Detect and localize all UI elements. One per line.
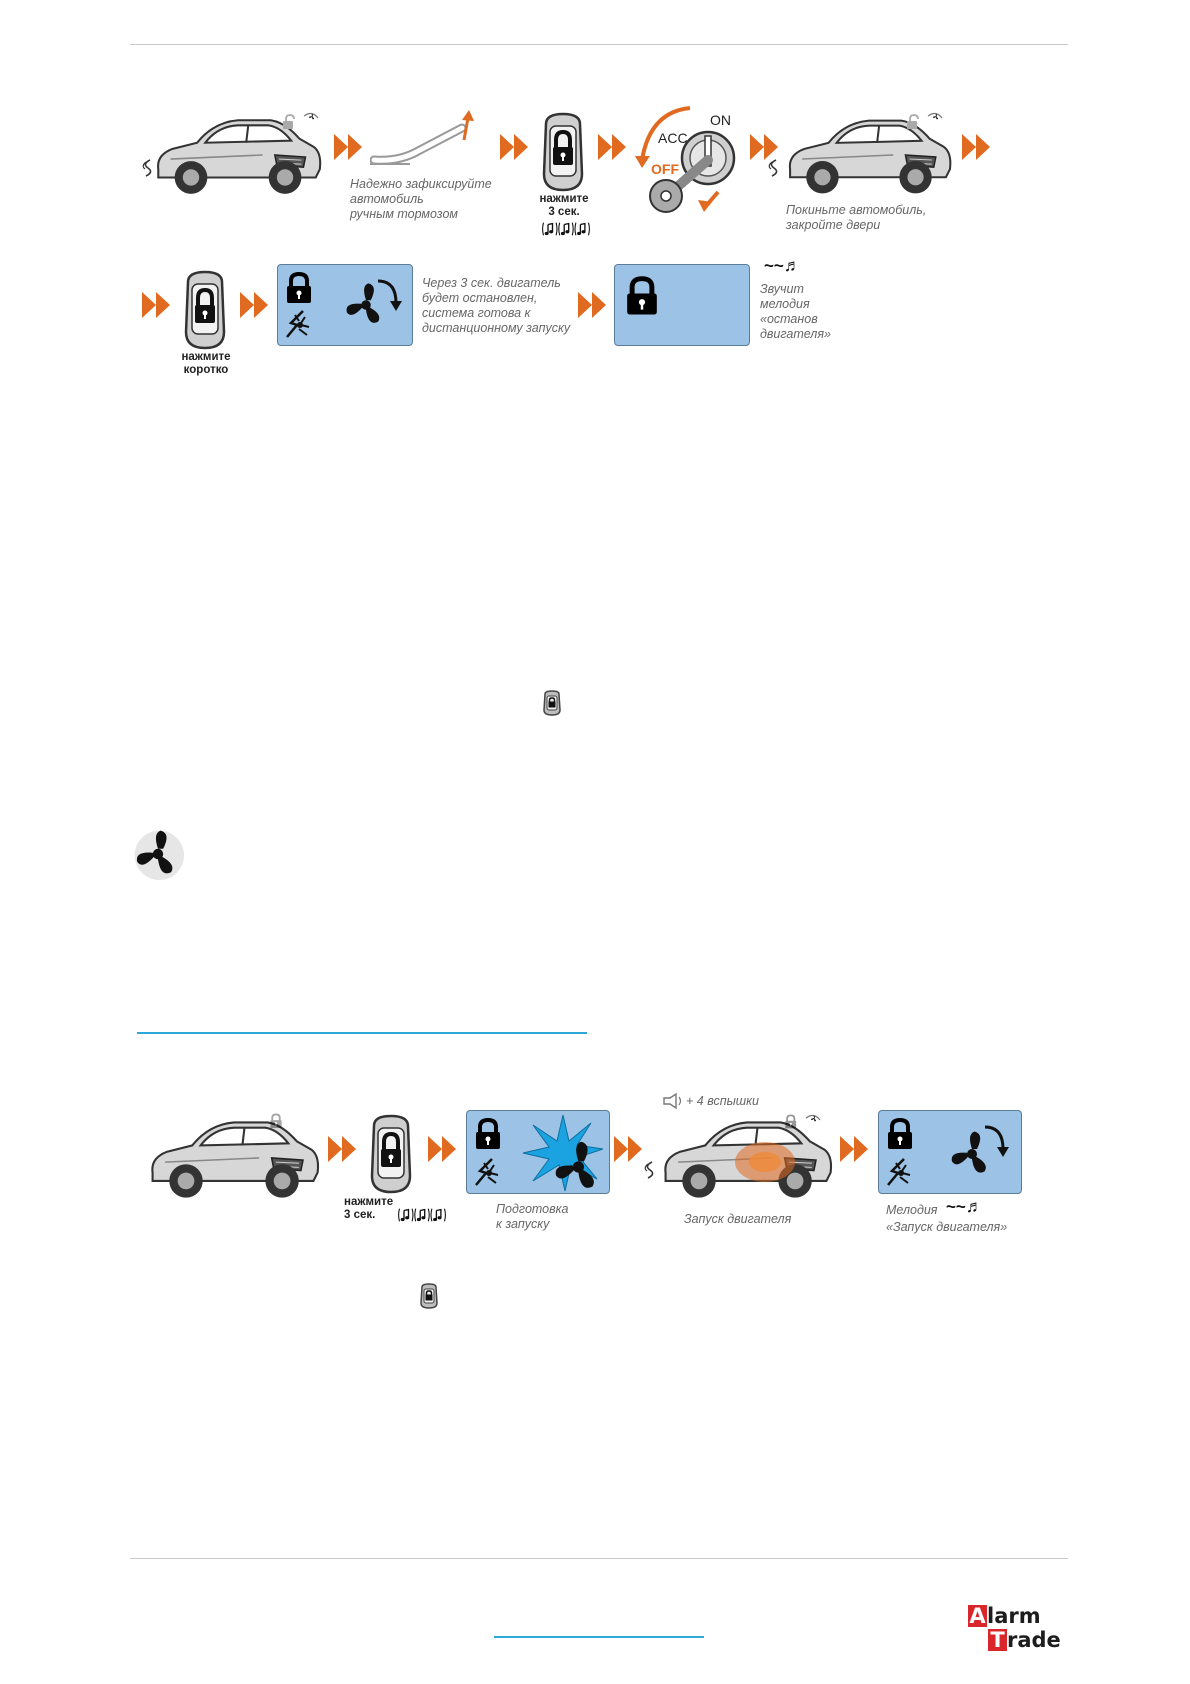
key-fob-icon — [541, 690, 563, 716]
exhaust-icon — [140, 158, 154, 178]
chevron-right-icon — [240, 292, 270, 318]
melody-symbol: ~~♬ — [764, 256, 801, 276]
lock-icon — [284, 271, 314, 305]
chevron-right-icon — [142, 292, 172, 318]
rotate-arrow-icon — [374, 275, 404, 315]
key-fob-icon — [180, 270, 230, 350]
lock-fan-icon — [784, 1114, 824, 1132]
melody-start-name: «Запуск двигателя» — [886, 1220, 1007, 1235]
footer-link-underline[interactable] — [494, 1636, 704, 1638]
chevron-right-icon — [614, 1136, 644, 1162]
chevron-right-icon — [328, 1136, 358, 1162]
logo-letter: A — [968, 1605, 987, 1627]
melody-symbol: ~~♬ — [946, 1197, 983, 1217]
chevron-right-icon — [750, 134, 780, 160]
chevron-right-icon — [500, 134, 530, 160]
chevron-right-icon — [428, 1136, 458, 1162]
engine-start-caption: Запуск двигателя — [684, 1212, 791, 1227]
rotate-arrow-icon — [981, 1121, 1011, 1161]
lock-icon — [623, 275, 661, 317]
starburst-icon — [521, 1113, 605, 1193]
handbrake-icon — [370, 108, 480, 168]
lock-icon — [269, 1113, 283, 1129]
running-screen-panel — [878, 1110, 1022, 1194]
prepare-screen-panel — [466, 1110, 610, 1194]
spark-icon — [884, 1155, 918, 1189]
fan-icon — [132, 828, 184, 880]
ignition-on-label: ON — [710, 112, 731, 128]
press-3sec-label: нажмите 3 сек. — [525, 193, 603, 219]
melody-start-caption: Мелодия — [886, 1203, 938, 1218]
chevron-right-icon — [334, 134, 364, 160]
key-fob-icon — [366, 1114, 416, 1194]
chevron-right-icon — [962, 134, 992, 160]
spark-icon — [472, 1155, 506, 1189]
stop-screen-panel — [277, 264, 413, 346]
flash-caption: + 4 вспышки — [686, 1094, 759, 1108]
car-icon — [140, 1112, 326, 1206]
siren-icon — [662, 1092, 684, 1110]
logo-word: rade — [1007, 1628, 1061, 1652]
chevron-right-icon — [578, 292, 608, 318]
logo-letter: T — [988, 1629, 1007, 1651]
locked-screen-panel — [614, 264, 750, 346]
handbrake-caption: Надежно зафиксируйте автомобиль ручным т… — [350, 177, 492, 222]
unlock-fan-icon — [906, 112, 946, 130]
footer-rule — [130, 1558, 1068, 1559]
melody-icon — [530, 220, 602, 238]
chevron-right-icon — [840, 1136, 870, 1162]
prepare-caption: Подготовка к запуску — [496, 1202, 569, 1232]
exhaust-icon — [642, 1160, 656, 1180]
section-link-underline[interactable] — [137, 1032, 587, 1034]
exhaust-icon — [766, 158, 780, 178]
spark-icon — [283, 307, 317, 341]
ignition-off-label: OFF — [651, 161, 679, 177]
chevron-right-icon — [598, 134, 628, 160]
engine-glow-icon — [730, 1128, 800, 1188]
stop-caption: Через 3 сек. двигатель будет остановлен,… — [422, 276, 570, 336]
melody-stop-caption: Звучит мелодия «останов двигателя» — [760, 282, 831, 342]
header-rule — [130, 44, 1068, 45]
ignition-acc-label: ACC — [658, 130, 688, 146]
press-short-label: нажмите коротко — [166, 351, 246, 377]
melody-icon — [386, 1206, 458, 1224]
lock-icon — [885, 1117, 915, 1151]
lock-icon — [473, 1117, 503, 1151]
leave-car-caption: Покиньте автомобиль, закройте двери — [786, 203, 926, 233]
unlock-fan-icon — [282, 112, 322, 130]
key-fob-icon — [538, 112, 588, 192]
ignition-key-icon — [632, 98, 752, 228]
key-fob-icon — [418, 1283, 440, 1309]
logo-word: larm — [987, 1604, 1041, 1628]
